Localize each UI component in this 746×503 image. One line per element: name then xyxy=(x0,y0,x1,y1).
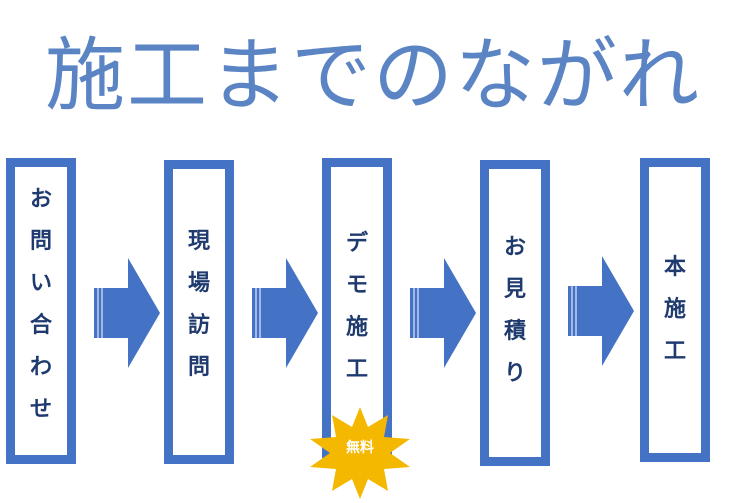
step-char: い xyxy=(29,271,52,296)
step-char: り xyxy=(503,361,526,386)
starburst-badge-icon xyxy=(310,407,410,499)
step-char: 現 xyxy=(187,229,210,254)
step-char: せ xyxy=(29,397,52,422)
step-label-construction: 本 施 工 xyxy=(649,257,701,383)
step-char: 訪 xyxy=(187,313,210,338)
step-label-estimate: お 見 積 り xyxy=(489,237,541,405)
free-badge-label: 無料 xyxy=(346,440,374,456)
arrow-right-icon xyxy=(94,258,160,368)
step-char: 合 xyxy=(29,313,52,338)
step-char: 工 xyxy=(345,357,368,382)
step-char: わ xyxy=(29,355,52,380)
arrow-right-icon xyxy=(568,256,634,366)
step-demo: デ モ 施 工 xyxy=(322,158,392,458)
step-char: 施 xyxy=(345,315,368,340)
step-char: 問 xyxy=(29,229,52,254)
step-label-demo: デ モ 施 工 xyxy=(331,233,383,401)
arrow-right-icon xyxy=(410,258,476,368)
step-char: 工 xyxy=(663,339,686,364)
step-char: 場 xyxy=(187,271,210,296)
step-estimate: お 見 積 り xyxy=(480,160,550,466)
step-char: 問 xyxy=(187,355,210,380)
step-char: お xyxy=(503,235,526,260)
step-char: デ xyxy=(345,231,368,256)
step-char: お xyxy=(29,187,52,212)
step-inquiry: お 問 い 合 わ せ xyxy=(6,158,76,464)
step-label-site-visit: 現 場 訪 問 xyxy=(173,231,225,399)
step-char: 本 xyxy=(663,255,686,280)
step-site-visit: 現 場 訪 問 xyxy=(164,160,234,464)
step-construction: 本 施 工 xyxy=(640,158,710,462)
page-title: 施工までのながれ xyxy=(45,29,701,122)
step-char: 施 xyxy=(663,297,686,322)
step-char: 積 xyxy=(503,319,526,344)
step-char: 見 xyxy=(503,277,526,302)
step-label-inquiry: お 問 い 合 わ せ xyxy=(15,189,67,441)
step-char: モ xyxy=(345,273,368,298)
arrow-right-icon xyxy=(252,258,318,368)
